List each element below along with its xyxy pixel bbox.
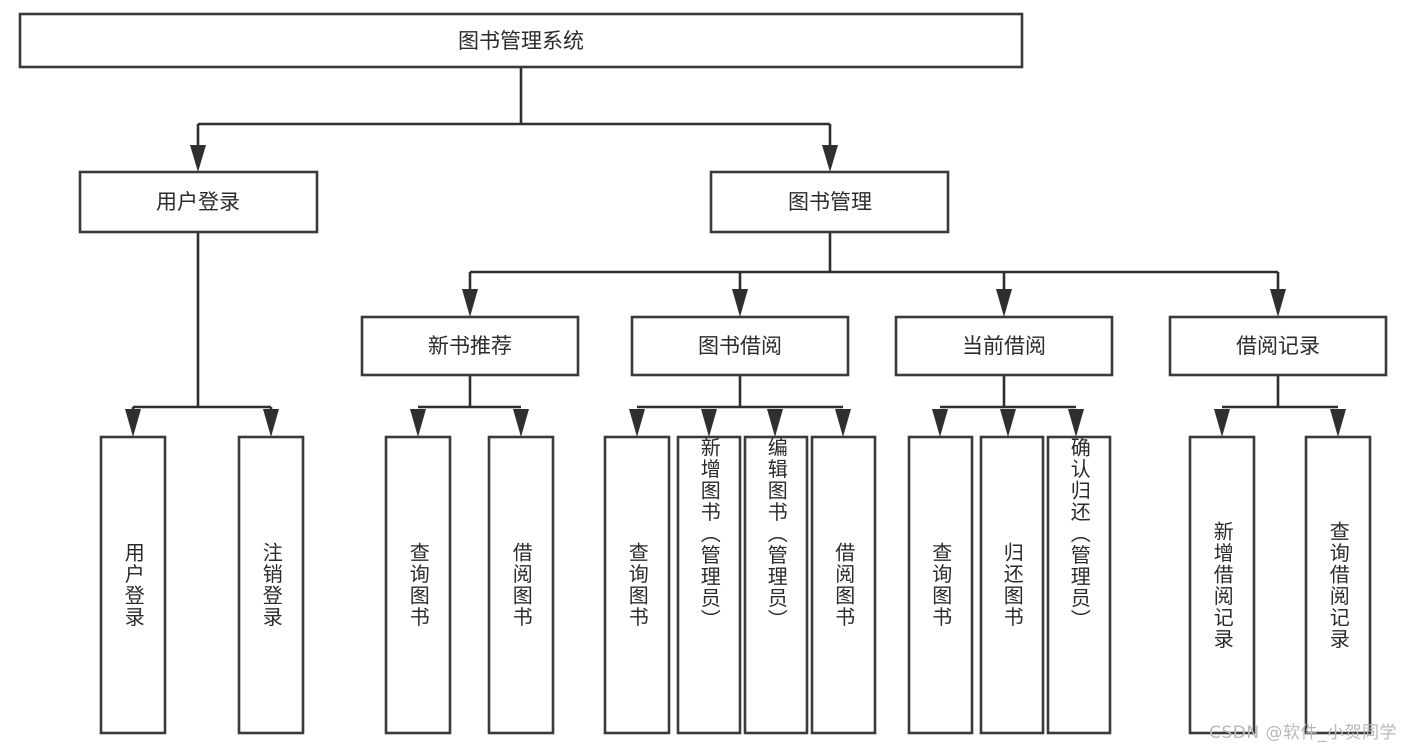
connectors-root-to-level2 (190, 67, 838, 172)
leaf-user-login-box[interactable] (99, 435, 167, 735)
arrow-leaf-borrow-book-1 (513, 409, 529, 437)
leaf-borrow-book-2-box[interactable] (810, 435, 877, 735)
node-book-borrow-box[interactable] (630, 315, 850, 377)
arrow-leaf-query-record (1330, 409, 1346, 437)
csdn-watermark: CSDN @软件_小贺同学 (1209, 723, 1397, 743)
leaf-return-book-box[interactable] (979, 435, 1045, 735)
arrow-to-bookborrow (732, 289, 748, 317)
node-book-manage[interactable]: 图书管理 (709, 170, 950, 234)
leaf-confirm-return-box[interactable] (1046, 435, 1112, 735)
leaf-add-book-box[interactable] (676, 435, 742, 735)
leaf-add-record-box[interactable] (1188, 435, 1256, 735)
arrow-leaf-edit-book (767, 409, 783, 437)
node-borrow-record[interactable]: 借阅记录 (1168, 315, 1388, 377)
node-user-login-box[interactable] (78, 170, 319, 234)
leaf-query-book-2-box[interactable] (603, 435, 671, 735)
node-book-manage-box[interactable] (709, 170, 950, 234)
node-user-login-label: 用户登录 (156, 190, 240, 214)
arrow-leaf-logout (263, 409, 279, 437)
connectors-currentborrow-to-leaves (932, 375, 1084, 437)
leaf-borrow-book-1-box[interactable] (487, 435, 555, 735)
node-root-label: 图书管理系统 (458, 29, 584, 53)
arrow-leaf-query-book-3 (932, 409, 948, 437)
node-root-box[interactable] (18, 12, 1024, 69)
arrow-leaf-add-record (1214, 409, 1230, 437)
leaf-boxes-new-book-rec (384, 435, 555, 735)
arrow-leaf-add-book (701, 409, 717, 437)
node-user-login[interactable]: 用户登录 (78, 170, 319, 234)
arrow-leaf-borrow-book-2 (835, 409, 851, 437)
node-book-manage-label: 图书管理 (788, 190, 872, 214)
node-borrow-record-label: 借阅记录 (1236, 334, 1320, 358)
arrow-to-user-login (190, 145, 206, 172)
leaf-boxes-borrow-record (1188, 435, 1372, 735)
arrow-to-borrowrecord (1270, 289, 1286, 317)
connectors-userlogin-to-leaves (125, 232, 279, 437)
connectors-newbook-to-leaves (410, 375, 529, 437)
arrow-to-book-manage (822, 145, 838, 172)
node-book-borrow-label: 图书借阅 (698, 334, 782, 358)
arrow-to-newbook (462, 289, 478, 317)
leaf-edit-book-box[interactable] (743, 435, 809, 735)
node-borrow-record-box[interactable] (1168, 315, 1388, 377)
node-current-borrow-label: 当前借阅 (962, 334, 1046, 358)
arrow-leaf-query-book-1 (410, 409, 426, 437)
arrow-leaf-user-login (125, 409, 141, 437)
arrow-leaf-query-book-2 (629, 409, 645, 437)
connectors-bookmanage-to-level3 (462, 232, 1286, 317)
node-current-borrow-box[interactable] (894, 315, 1114, 377)
leaf-query-book-1-box[interactable] (384, 435, 452, 735)
leaf-query-record-box[interactable] (1304, 435, 1372, 735)
arrow-to-currentborrow (996, 289, 1012, 317)
node-new-book-rec[interactable]: 新书推荐 (360, 315, 580, 377)
connectors-borrowrecord-to-leaves (1214, 375, 1346, 437)
leaf-boxes-current-borrow (907, 435, 1112, 735)
leaf-query-book-3-box[interactable] (907, 435, 974, 735)
connectors-bookborrow-to-leaves (629, 375, 851, 437)
arrow-leaf-confirm-return (1068, 409, 1084, 437)
node-new-book-rec-box[interactable] (360, 315, 580, 377)
node-current-borrow[interactable]: 当前借阅 (894, 315, 1114, 377)
node-book-borrow[interactable]: 图书借阅 (630, 315, 850, 377)
leaf-logout-box[interactable] (237, 435, 305, 735)
node-new-book-rec-label: 新书推荐 (428, 334, 512, 358)
arrow-leaf-return-book (1000, 409, 1016, 437)
node-root[interactable]: 图书管理系统 (18, 12, 1024, 69)
leaf-boxes-user-login (99, 435, 305, 735)
leaf-boxes-book-borrow (603, 435, 877, 735)
